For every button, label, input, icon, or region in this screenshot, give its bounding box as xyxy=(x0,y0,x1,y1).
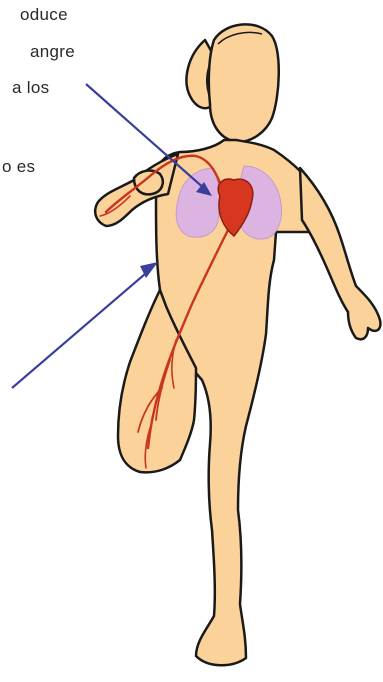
caption-line-4: o es xyxy=(2,157,35,177)
fist xyxy=(134,171,163,195)
caption-line-2: angre xyxy=(30,42,75,62)
caption-line-3: a los xyxy=(12,78,49,98)
caption-line-1: oduce xyxy=(20,5,68,25)
right-arm xyxy=(300,168,380,339)
